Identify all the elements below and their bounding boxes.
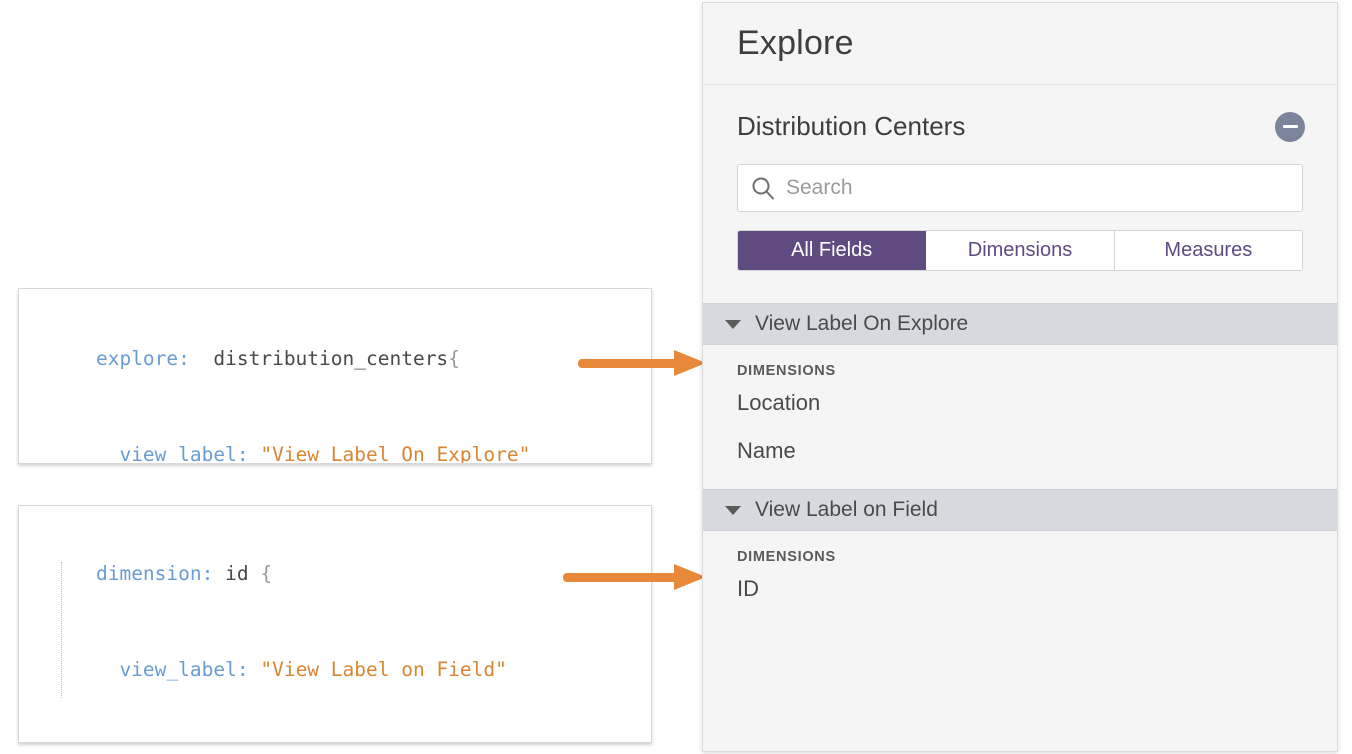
view-header: Distribution Centers: [703, 85, 1337, 142]
search-icon: [750, 175, 776, 201]
code-line: explore: distribution_centers{: [19, 311, 651, 407]
code-token-brace: {: [260, 562, 273, 585]
search-box[interactable]: [737, 164, 1303, 212]
minus-bar: [1282, 124, 1298, 129]
code-token-keyword: view_label:: [119, 658, 249, 681]
group-label: View Label On Explore: [755, 312, 969, 335]
page-title: Explore: [737, 24, 854, 62]
spacer: [703, 271, 1337, 303]
view-name-label: Distribution Centers: [737, 111, 966, 141]
code-token-space: [213, 562, 225, 585]
panel-title-bar: Explore: [703, 3, 1337, 85]
group-header-view-label-on-field[interactable]: View Label on Field: [703, 489, 1337, 531]
code-line: view_label: "View Label on Field": [19, 622, 651, 718]
code-token-space: [249, 658, 261, 681]
code-token-string: "View Label On Explore": [260, 443, 531, 464]
section-heading-dimensions: DIMENSIONS: [737, 549, 836, 565]
caret-down-icon: [725, 319, 741, 329]
code-token-space: [190, 347, 213, 370]
code-token-keyword: view_label:: [119, 443, 249, 464]
section-heading-dimensions: DIMENSIONS: [737, 363, 836, 379]
code-token-keyword: dimension:: [95, 562, 214, 585]
code-token-identifier: id: [225, 562, 249, 585]
tab-measures[interactable]: Measures: [1114, 231, 1302, 270]
field-item-id[interactable]: ID: [737, 576, 759, 601]
group-body-view-label-on-field: DIMENSIONS ID: [703, 531, 1337, 627]
field-item-name[interactable]: Name: [737, 438, 796, 463]
group-header-view-label-on-explore[interactable]: View Label On Explore: [703, 303, 1337, 345]
tab-all-fields[interactable]: All Fields: [738, 231, 927, 270]
minus-circle-icon[interactable]: [1275, 111, 1305, 142]
field-filter-tabs: All Fields Dimensions Measures: [737, 230, 1303, 271]
code-line: type: number: [19, 718, 651, 742]
explore-panel: Explore Distribution Centers All Fields …: [702, 2, 1338, 752]
code-token-keyword: explore:: [95, 347, 190, 370]
caret-down-icon: [725, 505, 741, 515]
code-token-space: [249, 562, 261, 585]
tab-dimensions[interactable]: Dimensions: [926, 231, 1115, 270]
indent-guide: [61, 562, 62, 698]
field-item-location[interactable]: Location: [737, 390, 821, 415]
code-token-identifier: distribution_centers: [213, 347, 449, 370]
code-block-dimension: dimension: id { view_label: "View Label …: [18, 505, 652, 743]
code-token-space: [249, 443, 261, 463]
group-label: View Label on Field: [755, 498, 938, 521]
code-block-explore: explore: distribution_centers{ view_labe…: [18, 288, 652, 464]
code-token-indent: [96, 443, 119, 463]
group-body-view-label-on-explore: DIMENSIONS Location Name: [703, 345, 1337, 489]
code-line: view_label: "View Label On Explore": [19, 407, 651, 464]
code-token-indent: [96, 658, 119, 681]
code-line: dimension: id {: [19, 526, 651, 622]
code-token-string: "View Label on Field": [260, 658, 507, 681]
search-input[interactable]: [786, 176, 1290, 200]
code-token-brace: {: [448, 347, 460, 370]
